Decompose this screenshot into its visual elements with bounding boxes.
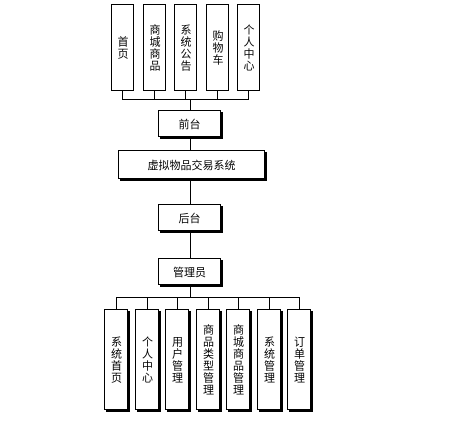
backend-module-system-management: 系统管理 <box>257 309 281 410</box>
frontend-module-mall-products: 商城商品 <box>143 4 166 91</box>
backend-module-system-home: 系统首页 <box>104 309 128 410</box>
frontend-module-label: 商城商品 <box>148 23 161 72</box>
connector-line <box>122 91 123 99</box>
frontend-module-label: 首页 <box>116 35 129 60</box>
connector-line <box>299 297 300 309</box>
frontend-module-home: 首页 <box>111 4 134 91</box>
admin-node-label: 管理员 <box>173 265 206 279</box>
backend-module-label: 商品类型管理 <box>201 323 215 396</box>
connector-line <box>147 297 148 309</box>
admin-node: 管理员 <box>158 258 221 285</box>
backend-module-label: 用户管理 <box>170 335 184 384</box>
frontend-module-label: 系统公告 <box>179 23 192 72</box>
connector-line <box>185 91 186 99</box>
connector-line <box>190 137 191 150</box>
frontend-module-announcements: 系统公告 <box>174 4 197 91</box>
backend-node-label: 后台 <box>178 211 201 225</box>
backend-module-order-management: 订单管理 <box>287 309 311 410</box>
connector-line <box>190 99 191 110</box>
connector-line <box>238 297 239 309</box>
connector-line <box>190 179 191 204</box>
connector-line <box>177 297 178 309</box>
frontend-node: 前台 <box>158 110 221 137</box>
connector-line <box>217 91 218 99</box>
frontend-module-label: 购物车 <box>211 29 224 66</box>
frontend-module-label: 个人中心 <box>242 23 255 72</box>
connector-line <box>190 231 191 258</box>
backend-module-label: 订单管理 <box>292 335 306 384</box>
system-node: 虚拟物品交易系统 <box>118 150 265 179</box>
connector-line <box>154 91 155 99</box>
backend-module-personal-center: 个人中心 <box>135 309 159 410</box>
backend-module-label: 系统首页 <box>109 335 123 384</box>
backend-module-user-management: 用户管理 <box>165 309 189 410</box>
connector-line <box>208 297 209 309</box>
connector-line <box>190 285 191 297</box>
backend-module-mall-product-management: 商城商品管理 <box>226 309 250 410</box>
frontend-module-personal-center: 个人中心 <box>237 4 260 91</box>
backend-module-label: 系统管理 <box>262 335 276 384</box>
backend-node: 后台 <box>158 204 221 231</box>
backend-module-label: 个人中心 <box>140 335 154 384</box>
connector-line <box>116 297 117 309</box>
frontend-node-label: 前台 <box>178 117 201 131</box>
connector-line <box>248 91 249 99</box>
backend-module-product-type-management: 商品类型管理 <box>196 309 220 410</box>
connector-line <box>269 297 270 309</box>
backend-module-label: 商城商品管理 <box>231 323 245 396</box>
system-node-label: 虚拟物品交易系统 <box>147 158 236 172</box>
connector-line <box>122 99 249 100</box>
frontend-module-cart: 购物车 <box>206 4 229 91</box>
